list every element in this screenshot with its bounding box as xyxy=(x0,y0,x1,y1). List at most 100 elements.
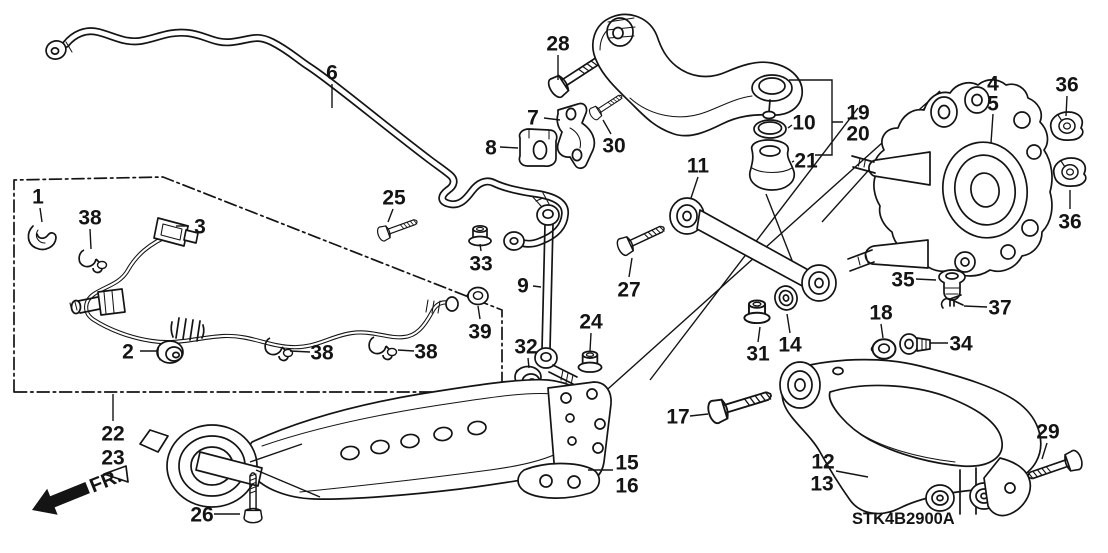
harness-sensor-end xyxy=(69,288,126,316)
leader-line-31-40 xyxy=(757,326,761,343)
part-callout-10[interactable]: 10 xyxy=(792,112,815,135)
part-callout-26[interactable]: 26 xyxy=(190,504,213,527)
trailing-arm xyxy=(103,378,612,508)
rubber-stopper-36-upper xyxy=(1049,111,1084,141)
part-callout-6[interactable]: 6 xyxy=(326,62,338,85)
part-callout-21[interactable]: 21 xyxy=(794,150,818,173)
leader-line-7-2 xyxy=(543,117,561,121)
part-callout-16[interactable]: 16 xyxy=(615,475,638,498)
washer-14 xyxy=(774,285,798,311)
part-callout-13[interactable]: 13 xyxy=(810,473,833,496)
bracket-19-20 xyxy=(789,79,843,156)
leader-line-32-15 xyxy=(527,357,530,369)
part-callout-30[interactable]: 30 xyxy=(602,135,625,158)
grommet-39 xyxy=(466,286,489,306)
cotter-pin-37 xyxy=(940,294,964,309)
part-callout-22[interactable]: 22 xyxy=(101,423,124,446)
nut-24 xyxy=(577,350,603,373)
leader-line-10-5 xyxy=(787,124,793,129)
clip-1 xyxy=(27,225,57,251)
rubber-stopper-36-lower xyxy=(1052,157,1087,187)
harness-rib-section xyxy=(425,299,441,314)
arm-rod-11 xyxy=(669,197,837,302)
harness-box xyxy=(13,176,503,393)
leader-line-11-9 xyxy=(690,176,699,199)
lower-arm xyxy=(779,358,1042,517)
leader-line-25-11 xyxy=(387,208,394,223)
leader-line-39-13 xyxy=(477,305,481,320)
part-callout-36[interactable]: 36 xyxy=(1058,211,1081,234)
part-callout-23[interactable]: 23 xyxy=(101,447,124,470)
harness-coil xyxy=(170,317,205,342)
leader-line-30-3 xyxy=(602,119,612,135)
bolt-26-leaders xyxy=(249,443,321,498)
part-callout-27[interactable]: 27 xyxy=(617,279,640,302)
part-callout-1[interactable]: 1 xyxy=(32,186,44,209)
grommet-2 xyxy=(156,340,184,364)
part-callout-32[interactable]: 32 xyxy=(514,336,537,359)
part-callout-9[interactable]: 9 xyxy=(517,275,529,298)
knuckle xyxy=(847,78,1053,277)
part-callout-18[interactable]: 18 xyxy=(869,302,893,325)
leader-line-9-14 xyxy=(532,285,542,288)
abs-harness xyxy=(69,217,459,350)
part-callout-8[interactable]: 8 xyxy=(485,137,497,160)
ring-10 xyxy=(753,119,787,139)
bolt-27 xyxy=(614,219,669,258)
part-callout-38[interactable]: 38 xyxy=(310,342,334,365)
part-callout-37[interactable]: 37 xyxy=(988,297,1011,320)
leader-line-14-41 xyxy=(786,313,791,334)
part-callout-19[interactable]: 19 xyxy=(846,102,869,125)
part-callout-34[interactable]: 34 xyxy=(949,333,973,356)
leader-line-5-33 xyxy=(990,113,994,144)
part-callout-3[interactable]: 3 xyxy=(194,216,206,239)
nut-33 xyxy=(468,224,492,247)
bolt-17 xyxy=(704,382,776,426)
part-callout-31[interactable]: 31 xyxy=(746,343,770,366)
leader-line-27-10 xyxy=(628,257,633,278)
boot-21 xyxy=(748,139,796,191)
leader-line-37-37 xyxy=(963,305,988,308)
part-callout-15[interactable]: 15 xyxy=(615,452,639,475)
part-callout-20[interactable]: 20 xyxy=(846,123,869,146)
fr-arrow-icon xyxy=(32,481,90,515)
harness-sensor-tip xyxy=(445,296,459,312)
part-callout-39[interactable]: 39 xyxy=(468,321,491,344)
part-callout-38[interactable]: 38 xyxy=(414,341,438,364)
leader-line-38-21 xyxy=(289,350,311,353)
part-callout-38[interactable]: 38 xyxy=(78,207,102,230)
fr-arrow: FR. xyxy=(32,465,125,515)
part-callout-2[interactable]: 2 xyxy=(122,341,134,364)
leader-line-33-12 xyxy=(479,243,482,252)
leader-line-12-28 xyxy=(835,470,869,478)
leader-line-17-30 xyxy=(689,413,709,417)
part-callout-25[interactable]: 25 xyxy=(382,187,406,210)
part-callout-7[interactable]: 7 xyxy=(527,107,539,130)
leader-line-24-16 xyxy=(589,332,592,352)
part-callout-33[interactable]: 33 xyxy=(469,253,492,276)
clip-38-a xyxy=(78,249,108,274)
part-callout-28[interactable]: 28 xyxy=(546,33,570,56)
leader-line-1-17 xyxy=(39,207,43,223)
stabilizer-bar xyxy=(45,27,570,251)
part-callout-11[interactable]: 11 xyxy=(687,155,710,178)
part-callout-5[interactable]: 5 xyxy=(987,93,999,116)
part-callout-24[interactable]: 24 xyxy=(579,311,603,334)
leader-line-18-38 xyxy=(880,323,884,339)
part-callout-14[interactable]: 14 xyxy=(778,334,802,357)
part-callout-35[interactable]: 35 xyxy=(891,269,915,292)
leader-line-35-36 xyxy=(915,278,937,281)
part-callout-17[interactable]: 17 xyxy=(666,406,689,429)
bushing-8 xyxy=(518,128,558,168)
part-callout-12[interactable]: 12 xyxy=(811,451,834,474)
leader-line-36-34 xyxy=(1065,95,1068,117)
diagram-code: STK4B2900A xyxy=(852,510,955,528)
clip-38-c xyxy=(368,336,398,361)
part-callout-36[interactable]: 36 xyxy=(1055,74,1078,97)
part-callout-29[interactable]: 29 xyxy=(1036,421,1059,444)
bracket-7 xyxy=(556,102,596,169)
part-callout-4[interactable]: 4 xyxy=(987,73,999,96)
bolt-25 xyxy=(375,213,420,243)
